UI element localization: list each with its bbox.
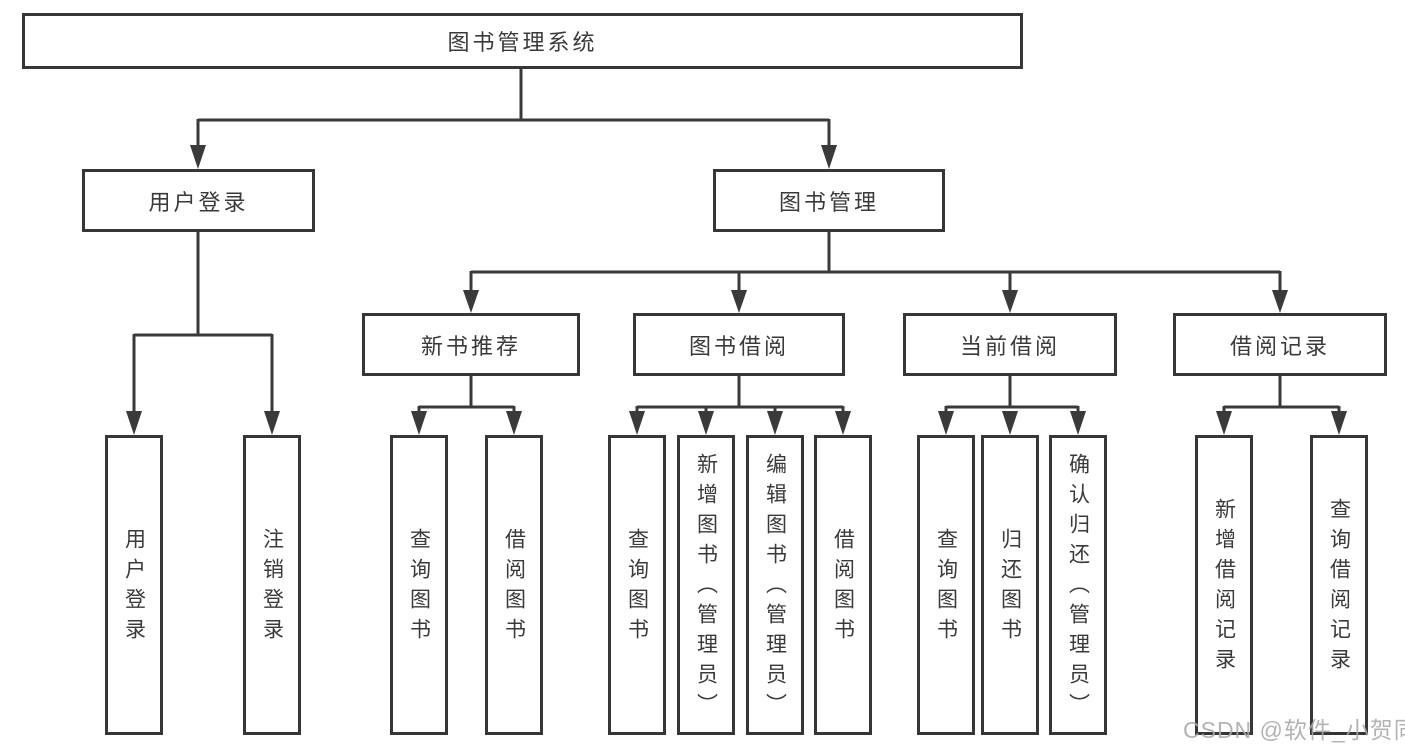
node-new-book-recommend: 新书推荐: [362, 313, 580, 376]
leaf-user-login: 用户登录: [105, 435, 163, 735]
leaf-borrow-add-books-admin: 新增图书（管理员）: [677, 435, 735, 735]
leaf-logout: 注销登录: [243, 435, 301, 735]
node-library-system: 图书管理系统: [22, 13, 1023, 69]
leaf-current-query-books: 查询图书: [917, 435, 975, 735]
node-borrowing-records: 借阅记录: [1173, 313, 1387, 376]
node-book-management: 图书管理: [713, 169, 945, 232]
leaf-borrow-edit-books-admin: 编辑图书（管理员）: [746, 435, 804, 735]
leaf-borrow-borrow-books: 借阅图书: [814, 435, 872, 735]
node-current-borrowing: 当前借阅: [903, 313, 1117, 376]
watermark: CSDN @软件_小贺同学: [1183, 717, 1405, 743]
leaf-record-add-borrow-record: 新增借阅记录: [1195, 435, 1253, 735]
leaf-current-return-books: 归还图书: [981, 435, 1039, 735]
leaf-newbook-query-books: 查询图书: [390, 435, 448, 735]
leaf-record-query-borrow-record: 查询借阅记录: [1310, 435, 1368, 735]
leaf-newbook-borrow-books: 借阅图书: [485, 435, 543, 735]
leaf-current-confirm-return-admin: 确认归还（管理员）: [1049, 435, 1107, 735]
node-book-borrowing: 图书借阅: [633, 313, 845, 376]
node-user-login: 用户登录: [82, 169, 315, 232]
leaf-borrow-query-books: 查询图书: [608, 435, 666, 735]
